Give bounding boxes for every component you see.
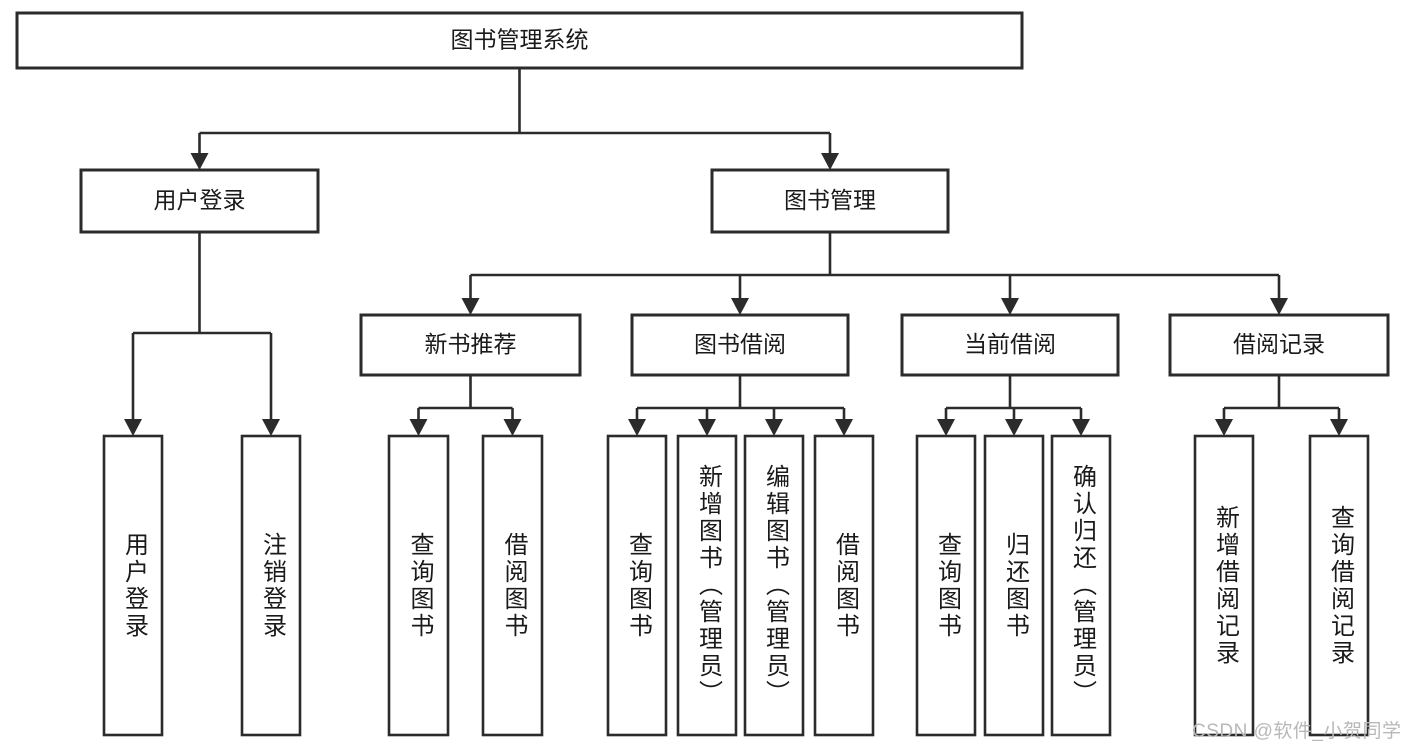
connector-lines	[124, 68, 1348, 436]
node-box-leaf-add-record	[1193, 434, 1255, 737]
arrowhead-leaf-query-book-2	[628, 419, 646, 436]
node-label-book-management: 图书管理	[784, 187, 876, 213]
node-box-book-borrow	[630, 313, 850, 377]
node-box-leaf-query-book-1	[387, 434, 450, 737]
arrowhead-leaf-add-book	[698, 419, 716, 436]
arrowhead-leaf-edit-book	[765, 419, 783, 436]
node-box-root	[15, 11, 1024, 70]
arrowhead-user-login	[190, 153, 209, 170]
node-box-leaf-confirm-return	[1050, 434, 1112, 737]
node-box-book-management	[710, 168, 950, 234]
node-label-root: 图书管理系统	[451, 27, 589, 53]
arrowhead-leaf-borrow-book-1	[503, 419, 522, 436]
arrowhead-leaf-query-book-3	[937, 419, 955, 436]
node-box-leaf-query-book-2	[606, 434, 668, 737]
arrowhead-leaf-confirm-return	[1072, 419, 1090, 436]
arrowhead-leaf-add-record	[1215, 419, 1233, 436]
node-label-new-book-recommend: 新书推荐	[425, 331, 517, 357]
csdn-watermark: CSDN @软件_小贺同学	[1192, 721, 1402, 742]
arrowhead-leaf-query-record	[1330, 419, 1348, 436]
arrowhead-leaf-return-book	[1005, 419, 1023, 436]
node-boxes	[15, 11, 1390, 737]
node-box-leaf-query-record	[1308, 434, 1370, 737]
arrowhead-leaf-logout	[262, 419, 280, 436]
node-box-leaf-edit-book	[743, 434, 805, 737]
arrowhead-book-borrow	[731, 298, 749, 315]
node-label-current-borrow: 当前借阅	[964, 331, 1056, 357]
node-box-new-book-recommend	[359, 313, 582, 377]
arrowhead-leaf-user-login	[124, 419, 142, 436]
arrowhead-new-book-recommend	[461, 298, 480, 315]
node-box-borrow-record	[1168, 313, 1390, 377]
node-box-leaf-borrow-book-2	[813, 434, 875, 737]
arrowhead-borrow-record	[1270, 298, 1288, 315]
arrowhead-book-management	[821, 153, 839, 170]
node-box-leaf-return-book	[983, 434, 1045, 737]
node-box-leaf-logout	[240, 434, 302, 737]
node-box-current-borrow	[900, 313, 1120, 377]
arrowhead-leaf-query-book-1	[409, 419, 428, 436]
node-label-book-borrow: 图书借阅	[694, 331, 786, 357]
node-box-leaf-borrow-book-1	[481, 434, 544, 737]
node-label-borrow-record: 借阅记录	[1233, 331, 1325, 357]
node-label-user-login: 用户登录	[154, 187, 246, 213]
node-box-user-login	[79, 168, 320, 234]
arrowhead-current-borrow	[1001, 298, 1019, 315]
node-box-leaf-add-book	[676, 434, 738, 737]
node-box-leaf-user-login	[102, 434, 164, 737]
node-box-leaf-query-book-3	[915, 434, 977, 737]
arrowhead-leaf-borrow-book-2	[835, 419, 853, 436]
